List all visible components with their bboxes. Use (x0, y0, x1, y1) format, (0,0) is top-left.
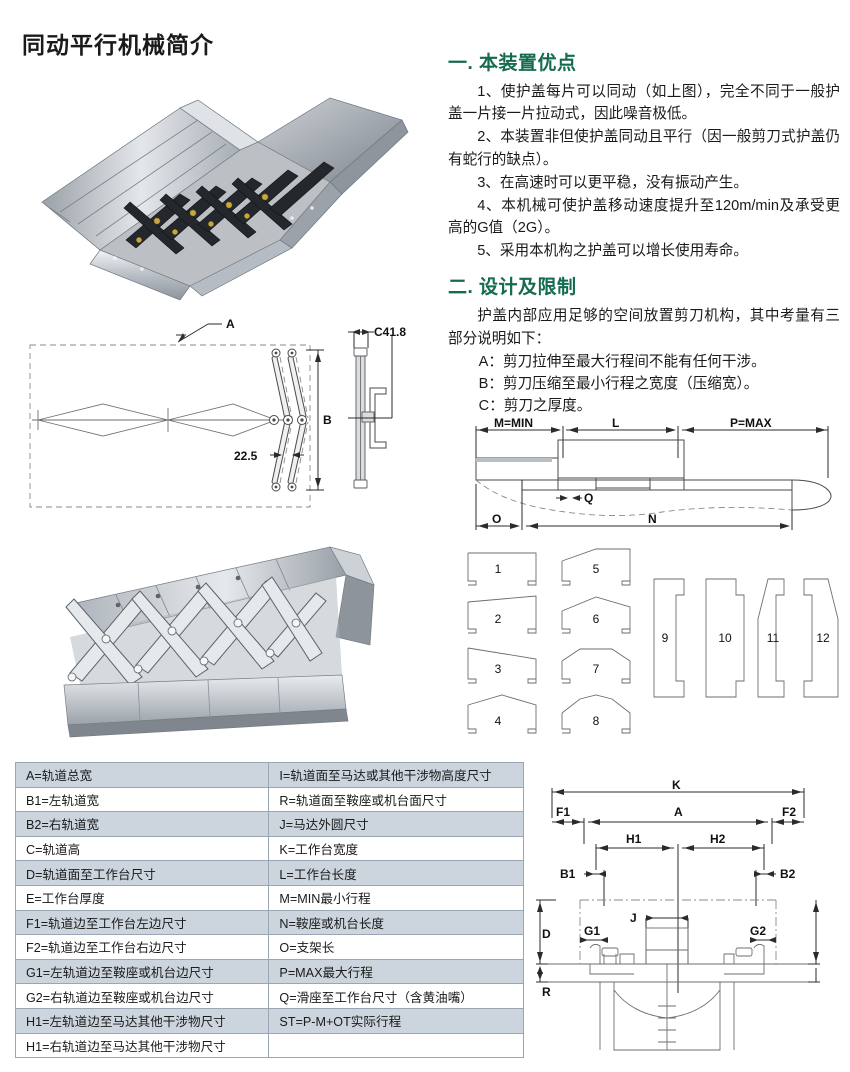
svg-text:2: 2 (495, 612, 502, 626)
svg-text:N: N (648, 512, 657, 526)
svg-text:G2: G2 (750, 924, 766, 938)
svg-text:11: 11 (767, 631, 780, 645)
flat-telescopic-cover-photo (30, 525, 420, 745)
svg-text:J: J (630, 911, 637, 925)
legend-left-cell: B2=右轨道宽 (14, 811, 270, 837)
legend-right-cell (268, 1032, 524, 1059)
svg-text:P=MAX: P=MAX (730, 418, 772, 430)
design-item-b: B：剪刀压缩至最小行程之宽度（压缩宽）。 (478, 375, 759, 392)
svg-text:Q: Q (584, 491, 593, 505)
table-row: E=工作台厚度 M=MIN最小行程 (14, 884, 524, 911)
legend-table-body: A=轨道总宽 I=轨道面至马达或其他干涉物高度尺寸 B1=左轨道宽 R=轨道面至… (14, 762, 524, 1059)
legend-left-cell: F2=轨道边至工作台右边尺寸 (14, 934, 270, 960)
svg-text:B2: B2 (780, 867, 796, 881)
legend-right-cell: P=MAX最大行程 (268, 958, 524, 985)
svg-text:12: 12 (816, 631, 830, 645)
design-item-a: A：剪刀拉伸至最大行程间不能有任何干涉。 (478, 353, 766, 370)
table-row: F2=轨道边至工作台右边尺寸 O=支架长 (14, 934, 524, 960)
svg-text:D: D (542, 927, 551, 941)
svg-text:A: A (226, 317, 235, 331)
svg-text:H1: H1 (626, 832, 642, 846)
svg-text:K: K (672, 778, 681, 792)
advantage-item-1: 1、使护盖每片可以同动（如上图），完全不同于一般护盖一片接一片拉动式，因此噪音极… (448, 84, 840, 123)
legend-left-cell: G2=右轨道边至鞍座或机台边尺寸 (14, 983, 270, 1009)
v-shaped-telescopic-cover-photo (30, 90, 420, 305)
dimension-legend-table: A=轨道总宽 I=轨道面至马达或其他干涉物高度尺寸 B1=左轨道宽 R=轨道面至… (14, 762, 524, 1059)
svg-text:10: 10 (718, 631, 732, 645)
svg-text:5: 5 (593, 562, 600, 576)
legend-right-cell: M=MIN最小行程 (268, 884, 524, 911)
table-row: A=轨道总宽 I=轨道面至马达或其他干涉物高度尺寸 (14, 762, 524, 788)
legend-left-cell: C=轨道高 (14, 835, 270, 862)
legend-right-cell: R=轨道面至鞍座或机台面尺寸 (268, 786, 524, 813)
svg-text:H2: H2 (710, 832, 726, 846)
advantage-item-2: 2、本装置非但使护盖同动且平行（因一般剪刀式护盖仍有蛇行的缺点）。 (448, 129, 840, 168)
design-item-c: C：剪刀之厚度。 (478, 398, 592, 415)
legend-right-cell: ST=P-M+OT实际行程 (268, 1007, 524, 1034)
svg-text:C41.8: C41.8 (374, 325, 406, 339)
table-row: C=轨道高 K=工作台宽度 (14, 835, 524, 862)
section-heading-advantages: 一. 本装置优点 (448, 53, 577, 74)
svg-text:8: 8 (593, 714, 600, 728)
table-row: F1=轨道边至工作台左边尺寸 N=鞍座或机台长度 (14, 909, 524, 936)
svg-text:M=MIN: M=MIN (494, 418, 533, 430)
legend-left-cell: F1=轨道边至工作台左边尺寸 (14, 909, 270, 936)
table-row: H1=右轨道边至马达其他干涉物尺寸 (14, 1032, 524, 1059)
svg-text:3: 3 (495, 662, 502, 676)
legend-right-cell: N=鞍座或机台长度 (268, 909, 524, 936)
svg-text:R: R (542, 985, 551, 999)
table-row: D=轨道面至工作台尺寸 L=工作台长度 (14, 860, 524, 886)
table-row: G1=左轨道边至鞍座或机台边尺寸 P=MAX最大行程 (14, 958, 524, 985)
specification-text-column: 一. 本装置优点 1、使护盖每片可以同动（如上图），完全不同于一般护盖一片接一片… (448, 48, 840, 417)
svg-text:7: 7 (593, 662, 600, 676)
scissor-plan-view: A (18, 312, 418, 512)
legend-right-cell: Q=滑座至工作台尺寸（含黄油嘴） (268, 983, 524, 1009)
legend-left-cell: A=轨道总宽 (14, 762, 270, 788)
cover-profile-shapes: 1 2 3 4 5 6 7 8 9 10 11 12 (462, 545, 846, 740)
legend-right-cell: J=马达外圆尺寸 (268, 811, 524, 837)
svg-text:9: 9 (662, 631, 669, 645)
advantage-item-5: 5、采用本机构之护盖可以增长使用寿命。 (477, 243, 748, 260)
svg-text:4: 4 (495, 714, 502, 728)
design-intro-paragraph: 护盖内部应用足够的空间放置剪刀机构，其中考量有三部分说明如下： (448, 308, 840, 347)
legend-left-cell: B1=左轨道宽 (14, 786, 270, 813)
legend-right-cell: O=支架长 (268, 934, 524, 960)
svg-text:6: 6 (593, 612, 600, 626)
svg-text:B1: B1 (560, 867, 576, 881)
svg-text:G1: G1 (584, 924, 600, 938)
svg-text:O: O (492, 512, 501, 526)
advantage-item-4: 4、本机械可使护盖移动速度提升至120m/min及承受更高的G值（2G）。 (448, 197, 840, 237)
legend-left-cell: D=轨道面至工作台尺寸 (14, 860, 270, 886)
svg-text:F2: F2 (782, 805, 796, 819)
table-row: B2=右轨道宽 J=马达外圆尺寸 (14, 811, 524, 837)
svg-text:L: L (612, 418, 619, 430)
rail-cross-section-view: K F1 F2 A H1 H2 (528, 778, 838, 1063)
legend-right-cell: I=轨道面至马达或其他干涉物高度尺寸 (268, 762, 524, 788)
page-title: 同动平行机械简介 (22, 32, 214, 58)
svg-text:B: B (323, 413, 332, 427)
legend-left-cell: H1=左轨道边至马达其他干涉物尺寸 (14, 1007, 270, 1034)
legend-right-cell: L=工作台长度 (268, 860, 524, 886)
table-row: G2=右轨道边至鞍座或机台边尺寸 Q=滑座至工作台尺寸（含黄油嘴） (14, 983, 524, 1009)
legend-left-cell: G1=左轨道边至鞍座或机台边尺寸 (14, 958, 270, 985)
stroke-dimension-view: M=MIN L P=MAX Q O N (462, 418, 846, 540)
legend-right-cell: K=工作台宽度 (268, 835, 524, 862)
svg-text:A: A (674, 805, 683, 819)
svg-text:1: 1 (495, 562, 502, 576)
section-heading-design-limits: 二. 设计及限制 (448, 277, 577, 299)
legend-left-cell: H1=右轨道边至马达其他干涉物尺寸 (14, 1032, 270, 1059)
table-row: H1=左轨道边至马达其他干涉物尺寸 ST=P-M+OT实际行程 (14, 1007, 524, 1034)
legend-left-cell: E=工作台厚度 (14, 884, 270, 911)
table-row: B1=左轨道宽 R=轨道面至鞍座或机台面尺寸 (14, 786, 524, 813)
svg-text:22.5: 22.5 (234, 449, 258, 463)
advantage-item-3: 3、在高速时可以更平稳，没有振动产生。 (477, 174, 748, 191)
svg-text:F1: F1 (556, 805, 570, 819)
